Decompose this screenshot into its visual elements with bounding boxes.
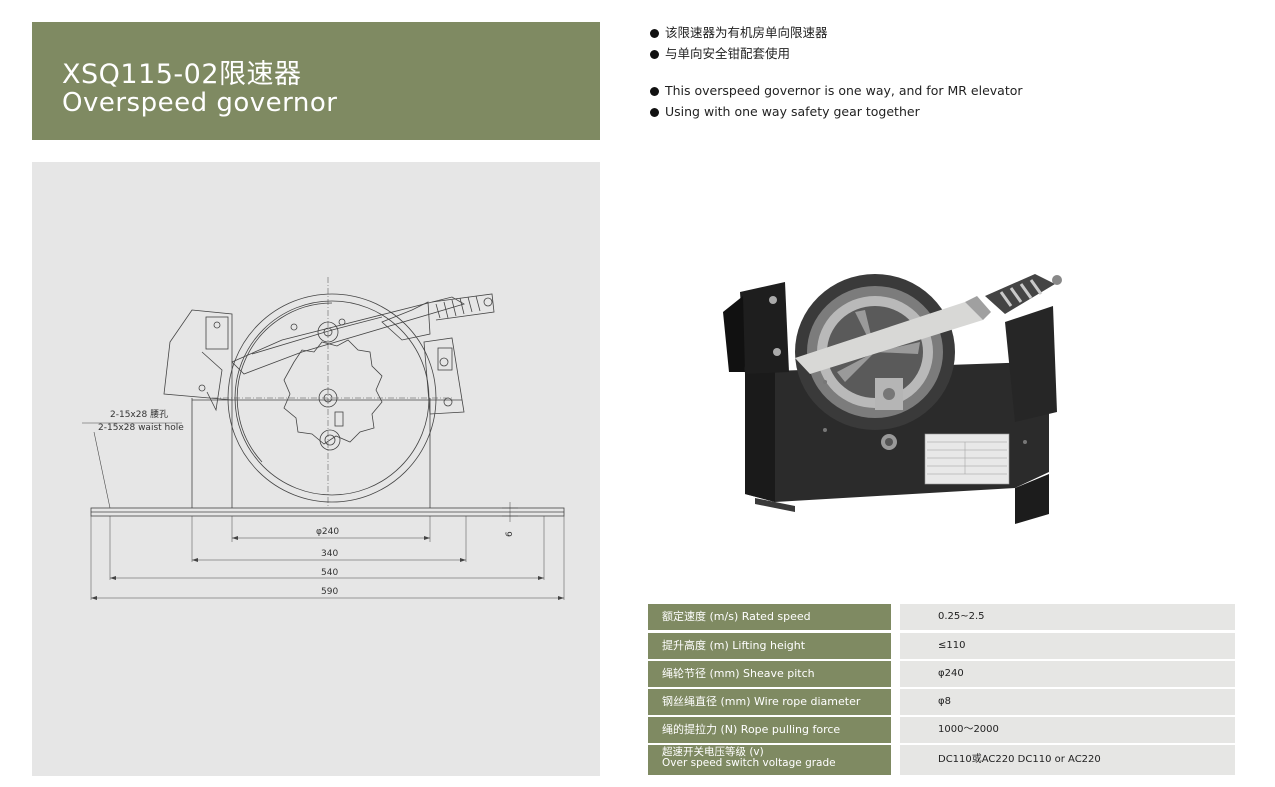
title-banner: XSQ115-02限速器 Overspeed governor [32, 22, 600, 140]
bullet-item: Using with one way safety gear together [650, 101, 1023, 122]
spec-value-sheave-pitch: φ240 [900, 661, 1235, 687]
spec-label-lifting-height: 提升高度 (m) Lifting height [648, 633, 891, 659]
table-row: 绳的提拉力 (N) Rope pulling force 1000～2000 [648, 717, 1235, 743]
spec-label-rated-speed: 额定速度 (m/s) Rated speed [648, 604, 891, 630]
bullet-dot-icon [650, 50, 659, 59]
waist-hole-label-en: 2-15x28 waist hole [98, 423, 184, 433]
dim-590: 590 [321, 587, 338, 597]
bullet-item: 该限速器为有机房单向限速器 [650, 22, 828, 43]
bullet-dot-icon [650, 29, 659, 38]
spec-label-switch-voltage: 超速开关电压等级 (v) Over speed switch voltage g… [648, 745, 891, 775]
bullet-item: This overspeed governor is one way, and … [650, 80, 1023, 101]
spec-label-wire-rope-diameter: 钢丝绳直径 (mm) Wire rope diameter [648, 689, 891, 715]
spec-value-rope-pulling-force: 1000～2000 [900, 717, 1235, 743]
bullet-dot-icon [650, 108, 659, 117]
bullet-item: 与单向安全钳配套使用 [650, 43, 828, 64]
bullet-list-cn: 该限速器为有机房单向限速器 与单向安全钳配套使用 [650, 22, 828, 64]
table-row: 提升高度 (m) Lifting height ≤110 [648, 633, 1235, 659]
dim-540: 540 [321, 568, 338, 578]
table-row: 额定速度 (m/s) Rated speed 0.25~2.5 [648, 604, 1235, 630]
dim-340: 340 [321, 549, 338, 559]
table-row: 超速开关电压等级 (v) Over speed switch voltage g… [648, 745, 1235, 775]
table-row: 钢丝绳直径 (mm) Wire rope diameter φ8 [648, 689, 1235, 715]
product-photo [723, 274, 1062, 524]
spec-label-switch-voltage-en: Over speed switch voltage grade [662, 757, 836, 769]
model-title: XSQ115-02限速器 [62, 59, 302, 90]
waist-hole-label-cn: 2-15x28 腰孔 [110, 409, 168, 420]
product-name: Overspeed governor [62, 88, 338, 118]
bullet-dot-icon [650, 87, 659, 96]
spec-label-switch-voltage-cn: 超速开关电压等级 (v) [662, 746, 764, 758]
spec-value-wire-rope-diameter: φ8 [900, 689, 1235, 715]
bullet-list-en: This overspeed governor is one way, and … [650, 80, 1023, 122]
table-row: 绳轮节径 (mm) Sheave pitch φ240 [648, 661, 1235, 687]
spec-value-rated-speed: 0.25~2.5 [900, 604, 1235, 630]
dim-sheave-diameter: φ240 [316, 527, 339, 537]
governor-line-drawing: 2-15x28 腰孔 2-15x28 waist hole φ240 340 5… [82, 277, 565, 600]
technical-drawing-panel: 2-15x28 腰孔 2-15x28 waist hole φ240 340 5… [32, 162, 600, 776]
spec-label-rope-pulling-force: 绳的提拉力 (N) Rope pulling force [648, 717, 891, 743]
spec-value-switch-voltage: DC110或AC220 DC110 or AC220 [900, 745, 1235, 775]
spec-value-lifting-height: ≤110 [900, 633, 1235, 659]
dim-6: 6 [505, 531, 515, 537]
spec-label-sheave-pitch: 绳轮节径 (mm) Sheave pitch [648, 661, 891, 687]
